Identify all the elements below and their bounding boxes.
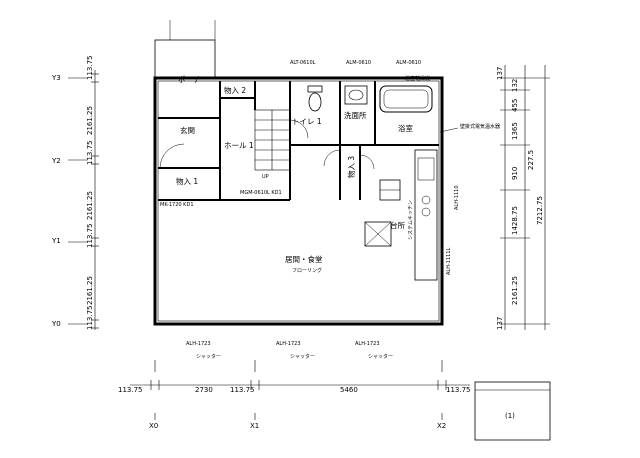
living-floor-note: フローリング: [292, 267, 322, 274]
dim-right-6: 1428.75: [511, 206, 519, 235]
window-top-right1: ALM-0610: [346, 60, 371, 66]
dim-bottom-5: 113.75: [446, 386, 471, 394]
grid-label-x0: X0: [149, 422, 158, 430]
grid-label-y2: Y2: [51, 157, 61, 165]
dim-right-5: 910: [511, 167, 519, 180]
right-annotation: 壁掛式電気温水器: [460, 123, 500, 130]
dim-right-7: 2161.25: [511, 276, 519, 305]
kitchen-counter: [414, 149, 438, 281]
dim-right-2: 132: [511, 79, 519, 92]
room-toilet: トイレ 1: [292, 117, 322, 126]
grid-label-x1: X1: [250, 422, 259, 430]
window-left-wall: MK-1720 KD1: [160, 202, 194, 208]
shutter-1: シャッター: [196, 353, 221, 360]
stair-up-label: UP: [262, 174, 269, 180]
washbasin: [344, 85, 368, 105]
dim-left-5: 113.75: [86, 224, 94, 249]
window-bottom3: ALH-1723: [355, 341, 380, 347]
grid-row-labels: Y3 Y2 Y1 Y0: [51, 74, 61, 328]
dim-left-7: 113.75: [86, 306, 94, 331]
dim-right-4: 1365: [511, 122, 519, 140]
grid-col-labels: X0 X1 X2: [149, 422, 446, 430]
left-dimension-chain: 113.75 2161.25 113.75 2161.25 113.75 216…: [86, 56, 99, 331]
bathtub: [379, 85, 433, 113]
dim-left-1: 113.75: [86, 56, 94, 81]
door-swings: [159, 119, 375, 170]
grid-label-y3: Y3: [51, 74, 61, 82]
toilet-fixture: [307, 85, 323, 112]
dim-bottom-2: 2730: [195, 386, 213, 394]
shutter-3: シャッター: [368, 353, 393, 360]
window-top-center: ALT-0610L: [290, 60, 316, 66]
dim-left-6: 2161.25: [86, 276, 94, 305]
interior-walls: [158, 81, 439, 201]
dim-bottom-4: 5460: [340, 386, 358, 394]
room-storage3: 物入 3: [346, 156, 356, 178]
dim-right-8: 137: [496, 317, 504, 330]
grid-ticks: [68, 77, 443, 420]
shutter-2: シャッター: [290, 353, 315, 360]
room-kitchen: 台所: [390, 220, 405, 230]
dim-left-4: 2161.25: [86, 191, 94, 220]
grid-label-y1: Y1: [51, 237, 61, 245]
bath-note: 浴室乾燥機: [405, 75, 430, 82]
room-storage2: 物入 2: [224, 85, 246, 95]
dim-bottom-3: 113.75: [230, 386, 255, 394]
window-hall-door: MGM-0610L KD1: [240, 190, 282, 196]
kitchen-counter-note: システムキッチン: [408, 200, 414, 240]
room-porch: ポーチ: [178, 75, 201, 84]
dim-right-b: 227.5: [527, 150, 535, 170]
dim-right-1: 137: [496, 67, 504, 80]
right-dimension-chain: 137 132 455 1365 910 1428.75 2161.25 137…: [496, 65, 550, 330]
dim-bottom-1: 113.75: [118, 386, 143, 394]
window-right-side: ALH-1110: [454, 186, 460, 211]
room-living: 居間・食堂: [285, 254, 323, 264]
staircase: [254, 109, 291, 171]
porch-area: ポーチ: [154, 20, 216, 84]
stamp-value: (1): [505, 412, 515, 420]
grid-label-y0: Y0: [51, 320, 61, 328]
bottom-dimension-chain: 113.75 2730 113.75 5460 113.75: [118, 380, 471, 394]
room-washroom: 洗面所: [344, 110, 367, 120]
dim-left-2: 2161.25: [86, 106, 94, 135]
room-hall: ホール 1: [224, 141, 254, 150]
room-storage1: 物入 1: [176, 176, 198, 186]
room-bath: 浴室: [398, 123, 413, 133]
stamp-box: (1): [474, 381, 551, 441]
dim-left-3: 113.75: [86, 141, 94, 166]
grid-label-x2: X2: [437, 422, 446, 430]
window-top-right2: ALM-0610: [396, 60, 421, 66]
window-bottom1: ALH-1723: [186, 341, 211, 347]
dim-right-total: 7212.75: [536, 196, 544, 225]
window-bottom2: ALH-1723: [276, 341, 301, 347]
room-labels: 物入 2 玄関 トイレ 1 洗面所 浴室 ホール 1 物入 1 物入 3 台所 …: [176, 85, 413, 274]
window-right-lower: ALH-1111L: [446, 248, 452, 275]
dim-right-3: 455: [511, 99, 519, 112]
window-labels: ALT-0610L ALM-0610 ALM-0610 MK-1720 KD1 …: [160, 60, 460, 347]
shutter-labels: シャッター シャッター シャッター: [196, 353, 393, 360]
kitchen-island: [364, 179, 401, 247]
room-genkan: 玄関: [180, 125, 195, 135]
